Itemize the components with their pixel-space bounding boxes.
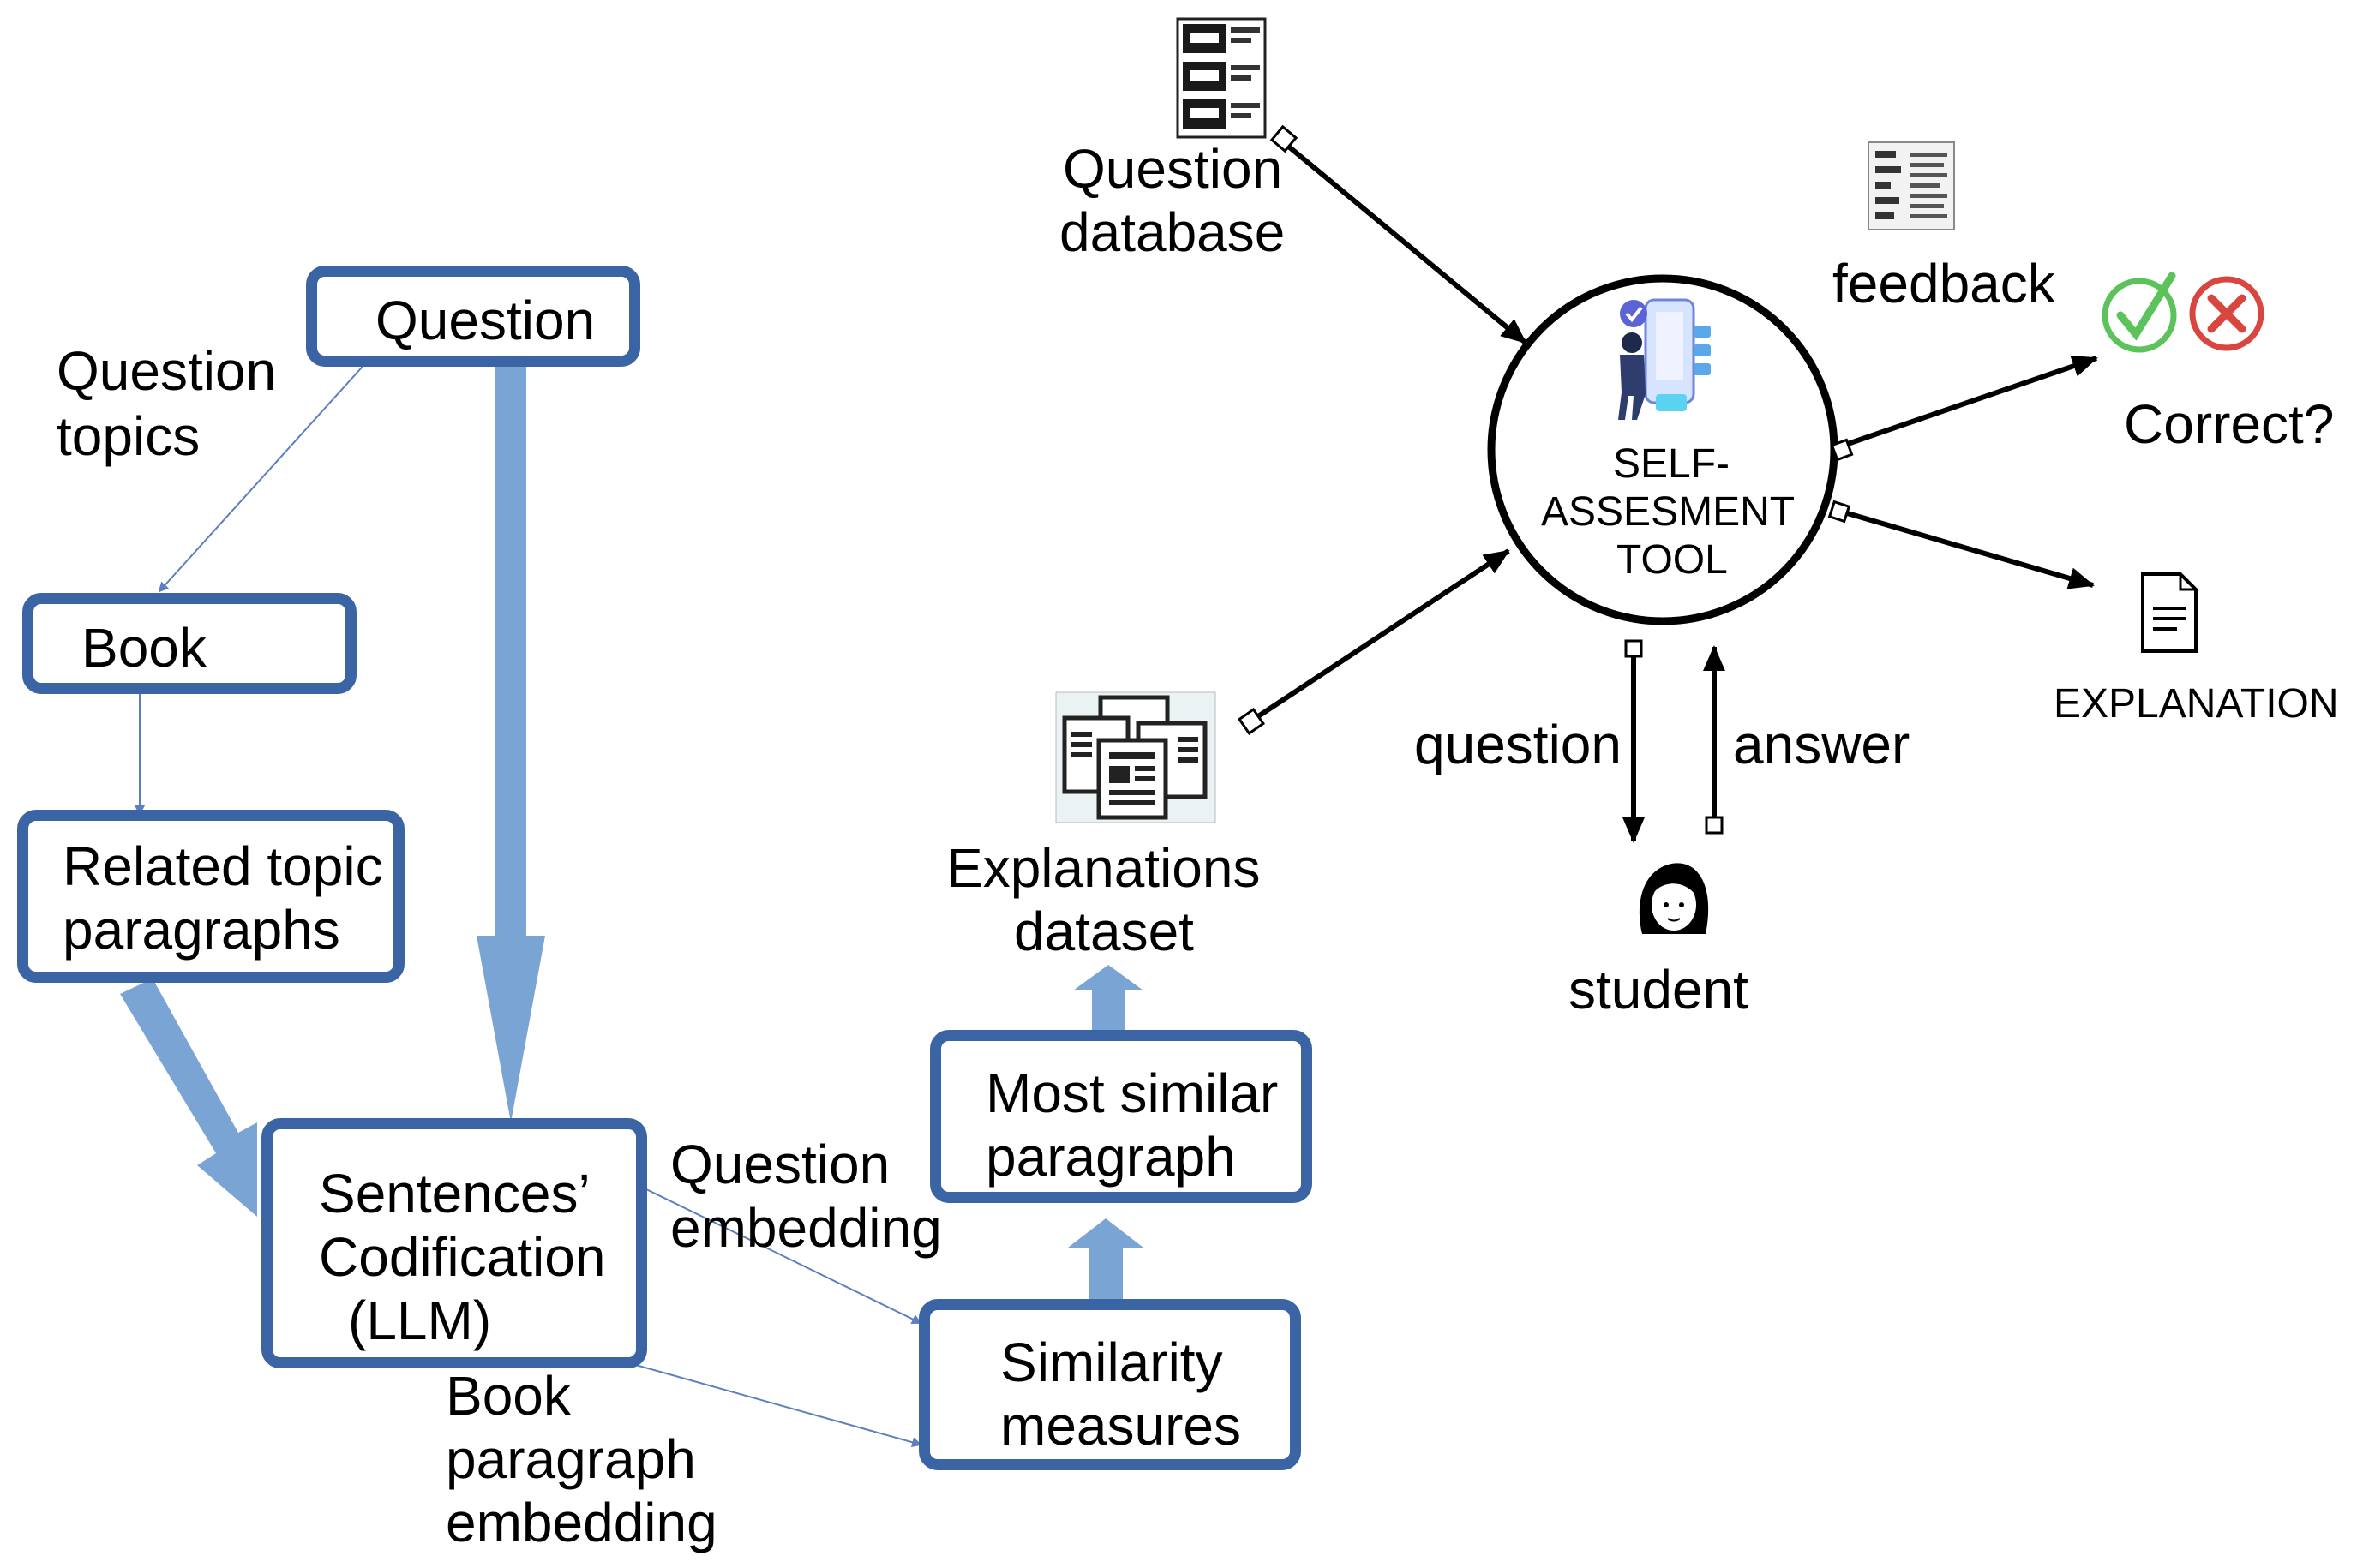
book-embedding-label-1: Book bbox=[446, 1365, 571, 1427]
related-to-codification-arrow bbox=[120, 979, 257, 1217]
tool-center-line-1: SELF- bbox=[1613, 441, 1730, 487]
book-box-label: Book bbox=[81, 617, 207, 679]
tool-to-correct-arrow bbox=[1842, 355, 2098, 448]
question-embedding-arrow bbox=[645, 1188, 922, 1325]
most-similar-to-dataset-arrow bbox=[1073, 965, 1143, 1035]
most-similar-line-2: paragraph bbox=[986, 1126, 1236, 1188]
book-embedding-arrow bbox=[632, 1363, 922, 1448]
question-to-codification-arrow bbox=[477, 367, 545, 1122]
checkmark-icon bbox=[2102, 272, 2177, 353]
most-similar-line-1: Most similar bbox=[986, 1062, 1279, 1124]
codification-line-3: (LLM) bbox=[348, 1290, 492, 1351]
related-paragraphs-box: Related topic paragraphs bbox=[17, 810, 405, 983]
answer-edge-label: answer bbox=[1733, 714, 1910, 775]
similarity-to-most-similar-arrow bbox=[1068, 1218, 1143, 1302]
question-database-label-1: Question bbox=[1063, 138, 1283, 200]
tool-center-line-3: TOOL bbox=[1616, 537, 1728, 583]
dataset-to-tool-arrow bbox=[1251, 548, 1510, 722]
question-topics-label-1: Question bbox=[57, 340, 277, 402]
phone-app-illustration-icon bbox=[1618, 298, 1711, 420]
documents-stack-icon bbox=[1055, 691, 1216, 823]
similarity-box: Similarity measures bbox=[919, 1299, 1301, 1470]
correct-label: Correct? bbox=[2124, 393, 2335, 455]
explanations-dataset-label-2: dataset bbox=[1014, 901, 1194, 962]
question-edge-label: question bbox=[1414, 714, 1622, 775]
related-box-line-2: paragraphs bbox=[63, 899, 340, 961]
explanations-dataset-label-1: Explanations bbox=[946, 837, 1261, 899]
question-box-label: Question bbox=[375, 290, 596, 351]
database-to-tool-arrow bbox=[1284, 141, 1527, 345]
explanation-label: EXPLANATION bbox=[2054, 681, 2339, 727]
question-box: Question bbox=[306, 266, 640, 367]
similarity-line-2: measures bbox=[1000, 1395, 1241, 1457]
related-box-line-1: Related topic bbox=[63, 835, 383, 897]
question-topics-label-2: topics bbox=[57, 405, 201, 467]
book-embedding-label-3: embedding bbox=[446, 1492, 717, 1553]
question-to-book-arrow bbox=[158, 359, 369, 593]
tool-to-explanation-arrow bbox=[1844, 510, 2095, 589]
book-embedding-label-2: paragraph bbox=[446, 1428, 696, 1490]
tool-center-line-2: ASSESMENT bbox=[1541, 489, 1796, 535]
document-icon bbox=[2141, 572, 2198, 653]
codification-line-2: Codification bbox=[319, 1226, 606, 1288]
question-embedding-label-1: Question bbox=[670, 1134, 891, 1195]
student-label: student bbox=[1568, 959, 1748, 1020]
feedback-label: feedback bbox=[1832, 253, 2055, 314]
student-icon bbox=[1639, 863, 1709, 934]
cross-icon bbox=[2189, 276, 2264, 351]
question-database-label-2: database bbox=[1059, 201, 1286, 263]
book-box: Book bbox=[22, 593, 357, 694]
similarity-line-1: Similarity bbox=[1000, 1332, 1223, 1393]
feedback-doc-icon bbox=[1868, 141, 1955, 230]
codification-box: Sentences’ Codification (LLM) bbox=[261, 1118, 647, 1368]
question-embedding-label-2: embedding bbox=[670, 1197, 942, 1259]
database-icon bbox=[1176, 17, 1267, 139]
codification-line-1: Sentences’ bbox=[319, 1163, 591, 1224]
most-similar-box: Most similar paragraph bbox=[930, 1030, 1312, 1203]
